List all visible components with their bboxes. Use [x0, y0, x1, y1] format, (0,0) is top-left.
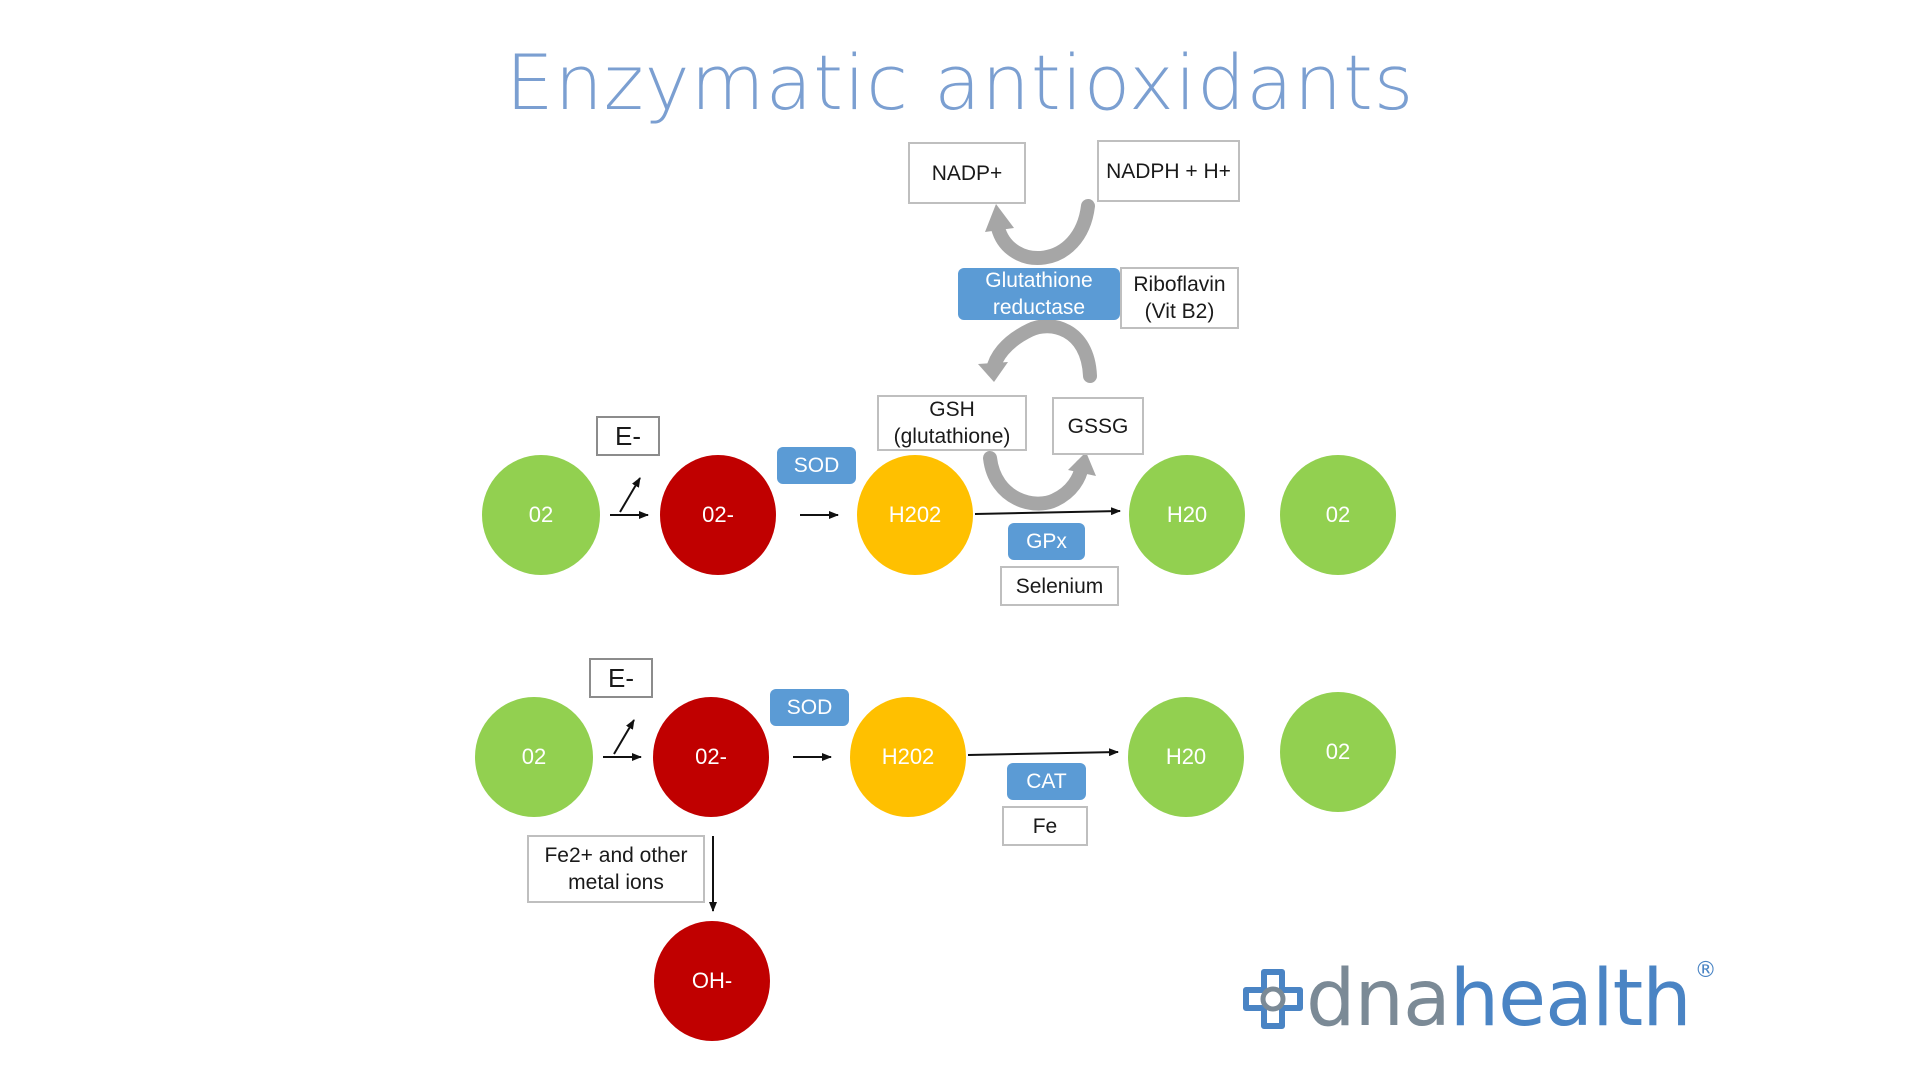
- sod-enzyme-bottom: SOD: [770, 689, 849, 726]
- gssg-box: GSSG: [1052, 397, 1144, 455]
- gsh-box: GSH (glutathione): [877, 395, 1027, 451]
- registered-mark: ®: [1694, 958, 1717, 983]
- superoxide-circle-bottom: 02-: [653, 697, 769, 817]
- nadph-box: NADPH + H+: [1097, 140, 1240, 202]
- medical-cross-icon: [1243, 969, 1303, 1029]
- oxygen-circle-end-top: 02: [1280, 455, 1396, 575]
- water-circle-bottom: H20: [1128, 697, 1244, 817]
- glutathione-reductase-enzyme: Glutathione reductase: [958, 268, 1120, 320]
- riboflavin-box: Riboflavin (Vit B2): [1120, 267, 1239, 329]
- arrow-peroxide-to-water-bottom: [967, 748, 1119, 757]
- peroxide-circle-bottom: H202: [850, 697, 966, 817]
- brand-name-part2: health: [1449, 954, 1692, 1044]
- arrow-electron-bottom: [613, 719, 635, 755]
- oxygen-circle-start-top: 02: [482, 455, 600, 575]
- oxygen-circle-end-bottom: 02: [1280, 692, 1396, 812]
- sod-enzyme-top: SOD: [777, 447, 856, 484]
- curved-arrow-nadph-to-nadp: [985, 199, 1095, 265]
- gpx-enzyme: GPx: [1008, 523, 1085, 560]
- fe-box: Fe: [1002, 806, 1088, 846]
- water-circle-top: H20: [1129, 455, 1245, 575]
- curved-arrow-gssg-to-gsh: [978, 319, 1097, 383]
- electron-box-top: E-: [596, 416, 660, 456]
- brand-logo: dnahealth®: [1240, 958, 1717, 1039]
- curved-arrow-gsh-to-gssg: [983, 451, 1096, 511]
- brand-name-part1: dna: [1306, 954, 1451, 1044]
- superoxide-circle-top: 02-: [660, 455, 776, 575]
- electron-box-bottom: E-: [589, 658, 653, 698]
- arrow-peroxide-to-water-top: [974, 507, 1121, 516]
- arrow-electron-top: [619, 477, 641, 513]
- catalase-enzyme: CAT: [1007, 763, 1086, 800]
- nadp-box: NADP+: [908, 142, 1026, 204]
- selenium-box: Selenium: [1000, 566, 1119, 606]
- hydroxyl-circle: OH-: [654, 921, 770, 1041]
- page-title: Enzymatic antioxidants: [505, 38, 1415, 127]
- brand-name: dnahealth®: [1306, 958, 1717, 1039]
- metal-ions-box: Fe2+ and other metal ions: [527, 835, 705, 903]
- peroxide-circle-top: H202: [857, 455, 973, 575]
- oxygen-circle-start-bottom: 02: [475, 697, 593, 817]
